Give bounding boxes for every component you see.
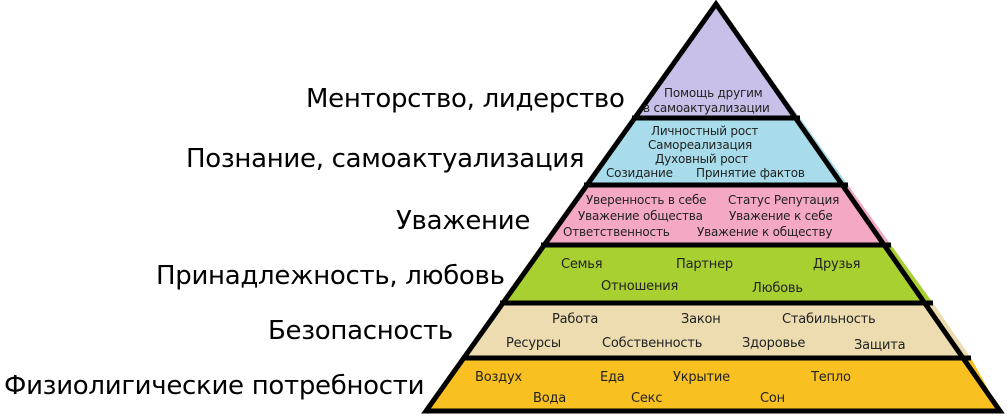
level-safety-band bbox=[462, 303, 971, 358]
level-label-belonging: Принадлежность, любовь bbox=[156, 261, 505, 291]
item-stability: Стабильность bbox=[782, 312, 876, 327]
level-label-esteem: Уважение bbox=[396, 206, 531, 236]
item-protection: Защита bbox=[854, 338, 906, 353]
item-shelter: Укрытие bbox=[673, 370, 730, 385]
level-self-actualization-band bbox=[584, 118, 848, 185]
item-relationships: Отношения bbox=[601, 279, 679, 294]
item-spiritual-growth: Духовный рост bbox=[655, 152, 748, 166]
item-food: Еда bbox=[600, 370, 625, 385]
item-health: Здоровье bbox=[742, 336, 806, 351]
item-acceptance-of-facts: Принятие фактов bbox=[696, 166, 805, 180]
item-friends: Друзья bbox=[813, 257, 861, 272]
item-law: Закон bbox=[681, 312, 721, 327]
item-resources: Ресурсы bbox=[506, 336, 561, 351]
item-status-reputation: Статус Репутация bbox=[728, 193, 840, 207]
item-responsibility: Ответственность bbox=[563, 225, 670, 239]
item-help-others: Помощь другим bbox=[664, 86, 763, 100]
item-self-confidence: Уверенность в себе bbox=[586, 193, 707, 207]
item-sex: Секс bbox=[631, 391, 663, 406]
item-creation: Созидание bbox=[606, 166, 673, 180]
level-label-self-actualization: Познание, самоактуализация bbox=[186, 144, 585, 174]
item-partner: Партнер bbox=[676, 257, 733, 272]
item-water: Вода bbox=[533, 391, 567, 406]
item-warmth: Тепло bbox=[811, 370, 851, 385]
item-self-realization: Самореализация bbox=[648, 138, 753, 152]
item-self-respect: Уважение к себе bbox=[729, 209, 833, 223]
item-love: Любовь bbox=[752, 281, 803, 296]
item-personal-growth: Личностный рост bbox=[651, 124, 759, 138]
level-label-mentorship: Менторство, лидерство bbox=[306, 84, 625, 114]
level-label-physiological: Физиолигические потребности bbox=[4, 371, 425, 401]
pyramid-outline bbox=[421, 0, 1005, 414]
item-work: Работа bbox=[552, 312, 599, 327]
item-respect-for-society: Уважение к обществу bbox=[697, 225, 833, 239]
level-belonging-band bbox=[500, 245, 933, 303]
item-in-self-actualization: в самоактуализации bbox=[643, 101, 770, 115]
item-sleep: Сон bbox=[760, 391, 785, 406]
item-air: Воздух bbox=[475, 370, 522, 385]
item-respect-of-society: Уважение общества bbox=[578, 209, 703, 223]
level-mentorship-band bbox=[632, 4, 800, 118]
level-esteem-band bbox=[541, 185, 891, 245]
item-property: Собственность bbox=[602, 336, 703, 351]
level-physiological-band bbox=[426, 358, 1000, 411]
level-label-safety: Безопасность bbox=[268, 316, 453, 346]
item-family: Семья bbox=[561, 257, 603, 272]
